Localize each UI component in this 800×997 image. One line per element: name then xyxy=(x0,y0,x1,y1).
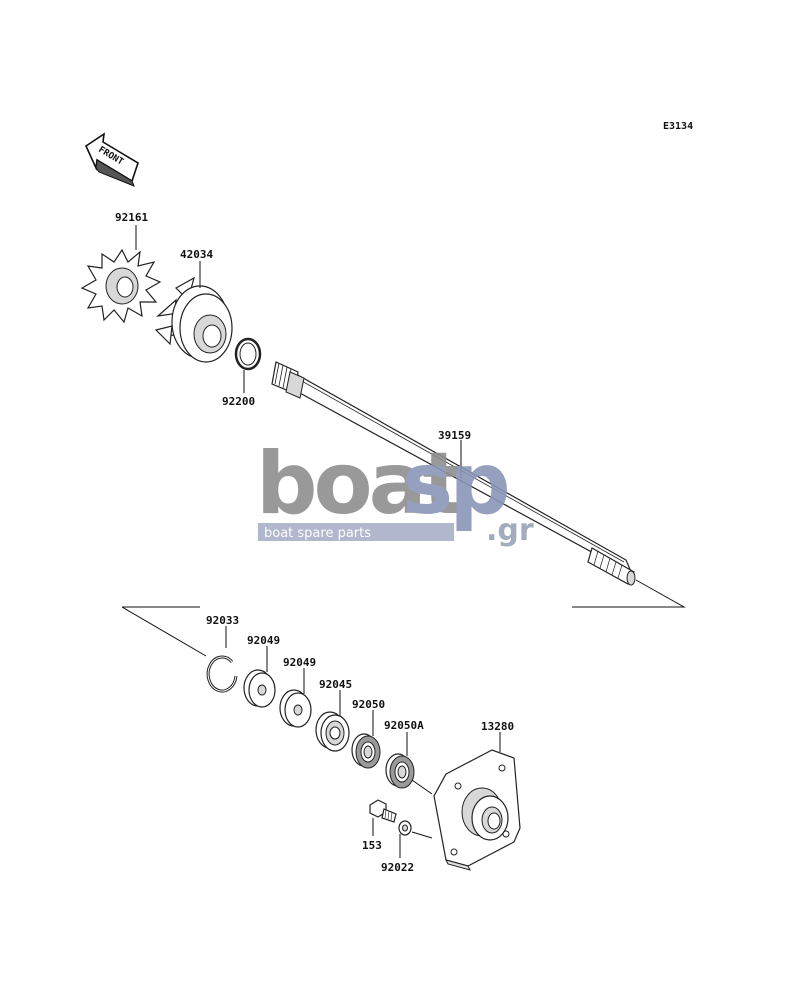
front-arrow-icon: FRONT xyxy=(84,132,139,187)
part-label: 92049 xyxy=(247,634,280,647)
part-92200-drawing xyxy=(234,337,262,371)
watermark-brand-left: boat xyxy=(256,434,463,534)
part-label: 92050 xyxy=(352,698,385,711)
part-13280-drawing xyxy=(433,749,521,871)
part-label: 39159 xyxy=(438,429,471,442)
part-92050-drawing xyxy=(351,733,381,769)
watermark-tagline-bar xyxy=(258,523,454,541)
part-label: 92049 xyxy=(283,656,316,669)
part-92033-drawing xyxy=(206,655,238,693)
part-39159-drawing xyxy=(271,361,636,586)
part-label: 92161 xyxy=(115,211,148,224)
watermark-domain: .gr xyxy=(486,513,534,548)
part-92049a-drawing xyxy=(243,669,276,708)
part-92022-drawing xyxy=(398,820,412,836)
part-label: 153 xyxy=(362,839,382,852)
part-label: 92022 xyxy=(381,861,414,874)
watermark-brand-right: sp xyxy=(402,434,507,534)
leader-lines xyxy=(135,225,501,858)
part-labels: 92161 42034 92200 39159 92033 92049 9204… xyxy=(115,211,514,874)
part-label: 42034 xyxy=(180,248,213,261)
part-label: 92050A xyxy=(384,719,424,732)
watermark: boat sp .gr boat spare parts xyxy=(256,434,534,548)
diagram-code: E3134 xyxy=(663,121,693,132)
part-42034-drawing xyxy=(154,276,233,363)
seal-to-cover-line xyxy=(411,779,433,795)
part-label: 92200 xyxy=(222,395,255,408)
part-label: 92045 xyxy=(319,678,352,691)
washer-to-cover-line xyxy=(411,831,433,839)
part-153-drawing xyxy=(369,799,397,823)
part-label: 92033 xyxy=(206,614,239,627)
guide-lines xyxy=(121,579,686,657)
part-92049b-drawing xyxy=(279,689,312,728)
watermark-tagline: boat spare parts xyxy=(264,526,371,541)
part-92045-drawing xyxy=(315,711,350,752)
part-92161-drawing xyxy=(80,248,162,324)
part-label: 13280 xyxy=(481,720,514,733)
part-92050A-drawing xyxy=(385,753,415,789)
